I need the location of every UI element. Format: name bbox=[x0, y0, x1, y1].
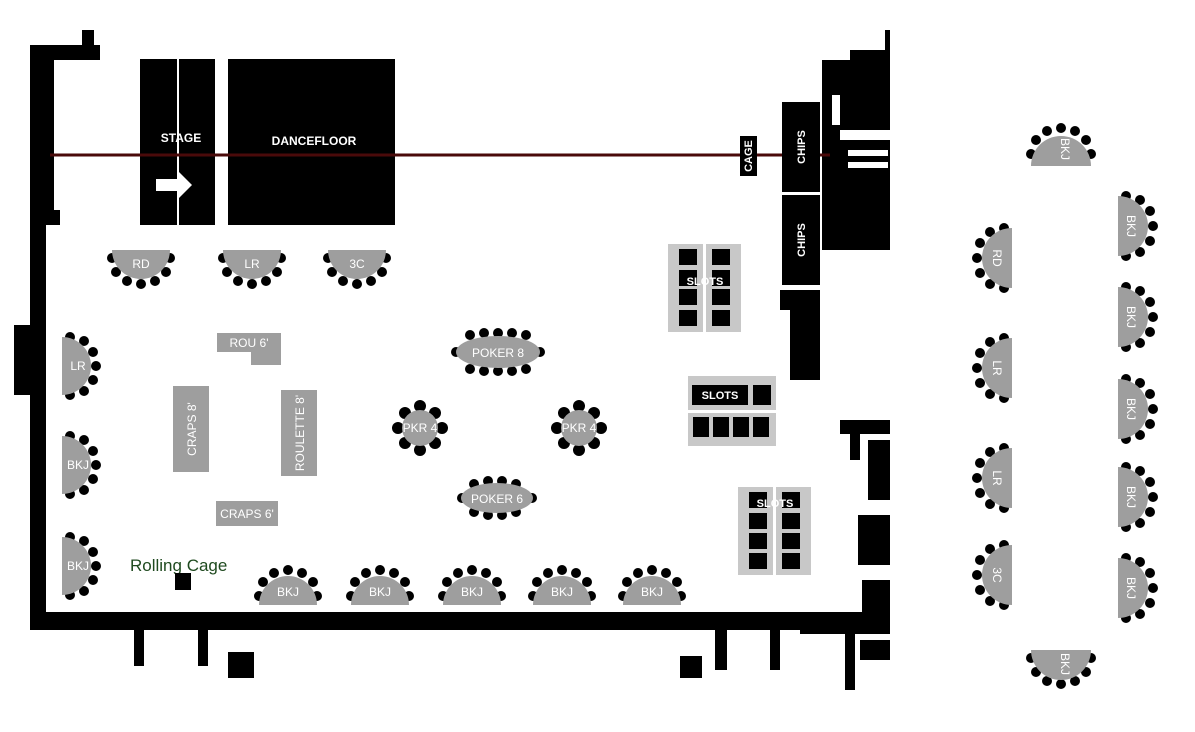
bkj-label: BKJ bbox=[1058, 138, 1072, 160]
pkr4-label: PKR 4 bbox=[562, 421, 597, 435]
lr-label: LR bbox=[244, 257, 260, 271]
roulette-6-table: ROU 6' bbox=[217, 333, 281, 365]
poker8-label: POKER 8 bbox=[472, 346, 524, 360]
craps-6-table: CRAPS 6' bbox=[216, 501, 278, 526]
roulette-8-table: ROULETTE 8' bbox=[281, 390, 317, 476]
table-bkj-bottom-2: BKJ bbox=[346, 565, 414, 605]
table-bkj-bottom-5: BKJ bbox=[618, 565, 686, 605]
bkj-label: BKJ bbox=[277, 585, 299, 599]
table-3c-top: 3C bbox=[323, 250, 391, 289]
rolling-cage-label: Rolling Cage bbox=[130, 556, 227, 575]
table-lr-right-1: LR bbox=[972, 333, 1012, 403]
stage-label: STAGE bbox=[161, 131, 201, 145]
dancefloor-label: DANCEFLOOR bbox=[272, 134, 357, 148]
slots-label: SLOTS bbox=[757, 498, 794, 510]
bkj-label: BKJ bbox=[67, 559, 89, 573]
table-rd-right: RD bbox=[972, 223, 1012, 293]
poker-8-table: POKER 8 bbox=[451, 328, 545, 376]
table-3c-right: 3C bbox=[972, 540, 1012, 610]
rou6-label: ROU 6' bbox=[230, 336, 269, 350]
table-bkj-right-col-3: BKJ bbox=[1118, 374, 1158, 444]
craps8-label: CRAPS 8' bbox=[185, 402, 199, 456]
craps6-label: CRAPS 6' bbox=[220, 507, 274, 521]
bkj-label: BKJ bbox=[67, 458, 89, 472]
bkj-label: BKJ bbox=[1124, 215, 1138, 237]
table-bkj-bottom-4: BKJ bbox=[528, 565, 596, 605]
arrow-right-icon bbox=[156, 171, 192, 199]
table-lr-right-2: LR bbox=[972, 443, 1012, 513]
chips-top-label: CHIPS bbox=[796, 130, 808, 164]
cage: CAGE bbox=[740, 136, 757, 176]
table-bkj-right-col-5: BKJ bbox=[1118, 553, 1158, 623]
lr-label: LR bbox=[990, 470, 1004, 486]
roulette8-label: ROULETTE 8' bbox=[293, 395, 307, 471]
table-bkj-right-col-4: BKJ bbox=[1118, 462, 1158, 532]
rolling-cage-marker bbox=[175, 573, 191, 590]
table-bkj-bottom-3: BKJ bbox=[438, 565, 506, 605]
right-block-details bbox=[832, 95, 890, 168]
cage-label: CAGE bbox=[743, 140, 755, 172]
bkj-label: BKJ bbox=[369, 585, 391, 599]
stage: STAGE bbox=[140, 59, 215, 225]
chips-bottom-label: CHIPS bbox=[796, 223, 808, 257]
bkj-label: BKJ bbox=[461, 585, 483, 599]
table-bkj-right-col-2: BKJ bbox=[1118, 282, 1158, 352]
lr-label: LR bbox=[70, 359, 86, 373]
bkj-label: BKJ bbox=[1124, 306, 1138, 328]
lr-label: LR bbox=[990, 360, 1004, 376]
table-rd-top: RD bbox=[107, 250, 175, 289]
pkr-4-table-right: PKR 4 bbox=[551, 400, 607, 456]
pkr4-label: PKR 4 bbox=[403, 421, 438, 435]
rd-label: RD bbox=[990, 249, 1004, 267]
3c-label: 3C bbox=[349, 257, 365, 271]
table-bkj-bottom-1: BKJ bbox=[254, 565, 322, 605]
table-bkj-left-2: BKJ bbox=[62, 532, 101, 600]
slots-label: SLOTS bbox=[702, 390, 739, 402]
table-lr-left: LR bbox=[62, 332, 101, 400]
bkj-label: BKJ bbox=[1124, 486, 1138, 508]
table-lr-top: LR bbox=[218, 250, 286, 289]
3c-label: 3C bbox=[990, 567, 1004, 583]
poker-6-table: POKER 6 bbox=[457, 476, 537, 520]
chips-top: CHIPS bbox=[782, 102, 820, 192]
dancefloor: DANCEFLOOR bbox=[228, 59, 395, 225]
table-bkj-right-bottom: BKJ bbox=[1026, 650, 1096, 689]
craps-8-table: CRAPS 8' bbox=[173, 386, 209, 472]
table-bkj-left-1: BKJ bbox=[62, 431, 101, 499]
slots-bank-1: SLOTS bbox=[668, 244, 741, 332]
table-bkj-right-col-1: BKJ bbox=[1118, 191, 1158, 261]
bkj-label: BKJ bbox=[551, 585, 573, 599]
poker6-label: POKER 6 bbox=[471, 492, 523, 506]
bkj-label: BKJ bbox=[1124, 577, 1138, 599]
chips-bottom: CHIPS bbox=[782, 195, 820, 285]
slots-bank-2: SLOTS bbox=[688, 376, 776, 446]
pkr-4-table-left: PKR 4 bbox=[392, 400, 448, 456]
slots-bank-3: SLOTS bbox=[738, 487, 811, 575]
bkj-label: BKJ bbox=[1058, 653, 1072, 675]
slots-label: SLOTS bbox=[687, 276, 724, 288]
bkj-label: BKJ bbox=[1124, 398, 1138, 420]
rd-label: RD bbox=[132, 257, 150, 271]
bkj-label: BKJ bbox=[641, 585, 663, 599]
table-bkj-right-top: BKJ bbox=[1026, 123, 1096, 166]
